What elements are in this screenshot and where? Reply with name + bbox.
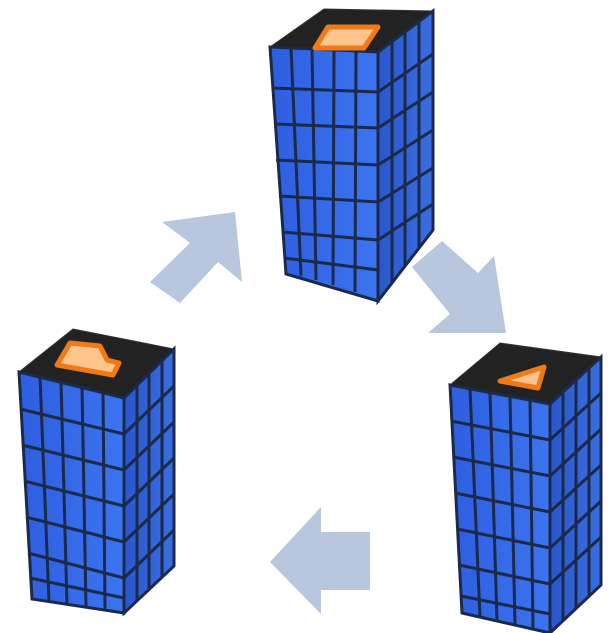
building-left — [17, 328, 176, 617]
arrow-left-icon — [270, 507, 370, 614]
arrow-up-right-icon — [150, 212, 242, 303]
arrow-down-right-icon — [412, 241, 506, 333]
trapezoid-icon — [312, 24, 381, 51]
house-outline-icon — [54, 340, 122, 378]
building-right — [448, 342, 603, 633]
triangle-icon — [497, 364, 547, 391]
building-top — [268, 8, 435, 306]
